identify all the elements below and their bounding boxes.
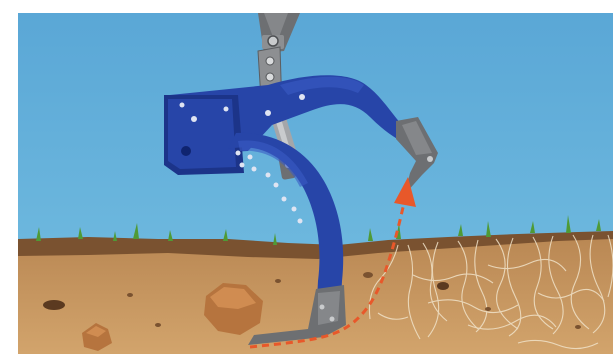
illustration-frame (18, 13, 613, 354)
mount-bracket (164, 95, 244, 175)
subsoiler-illustration (18, 13, 613, 354)
